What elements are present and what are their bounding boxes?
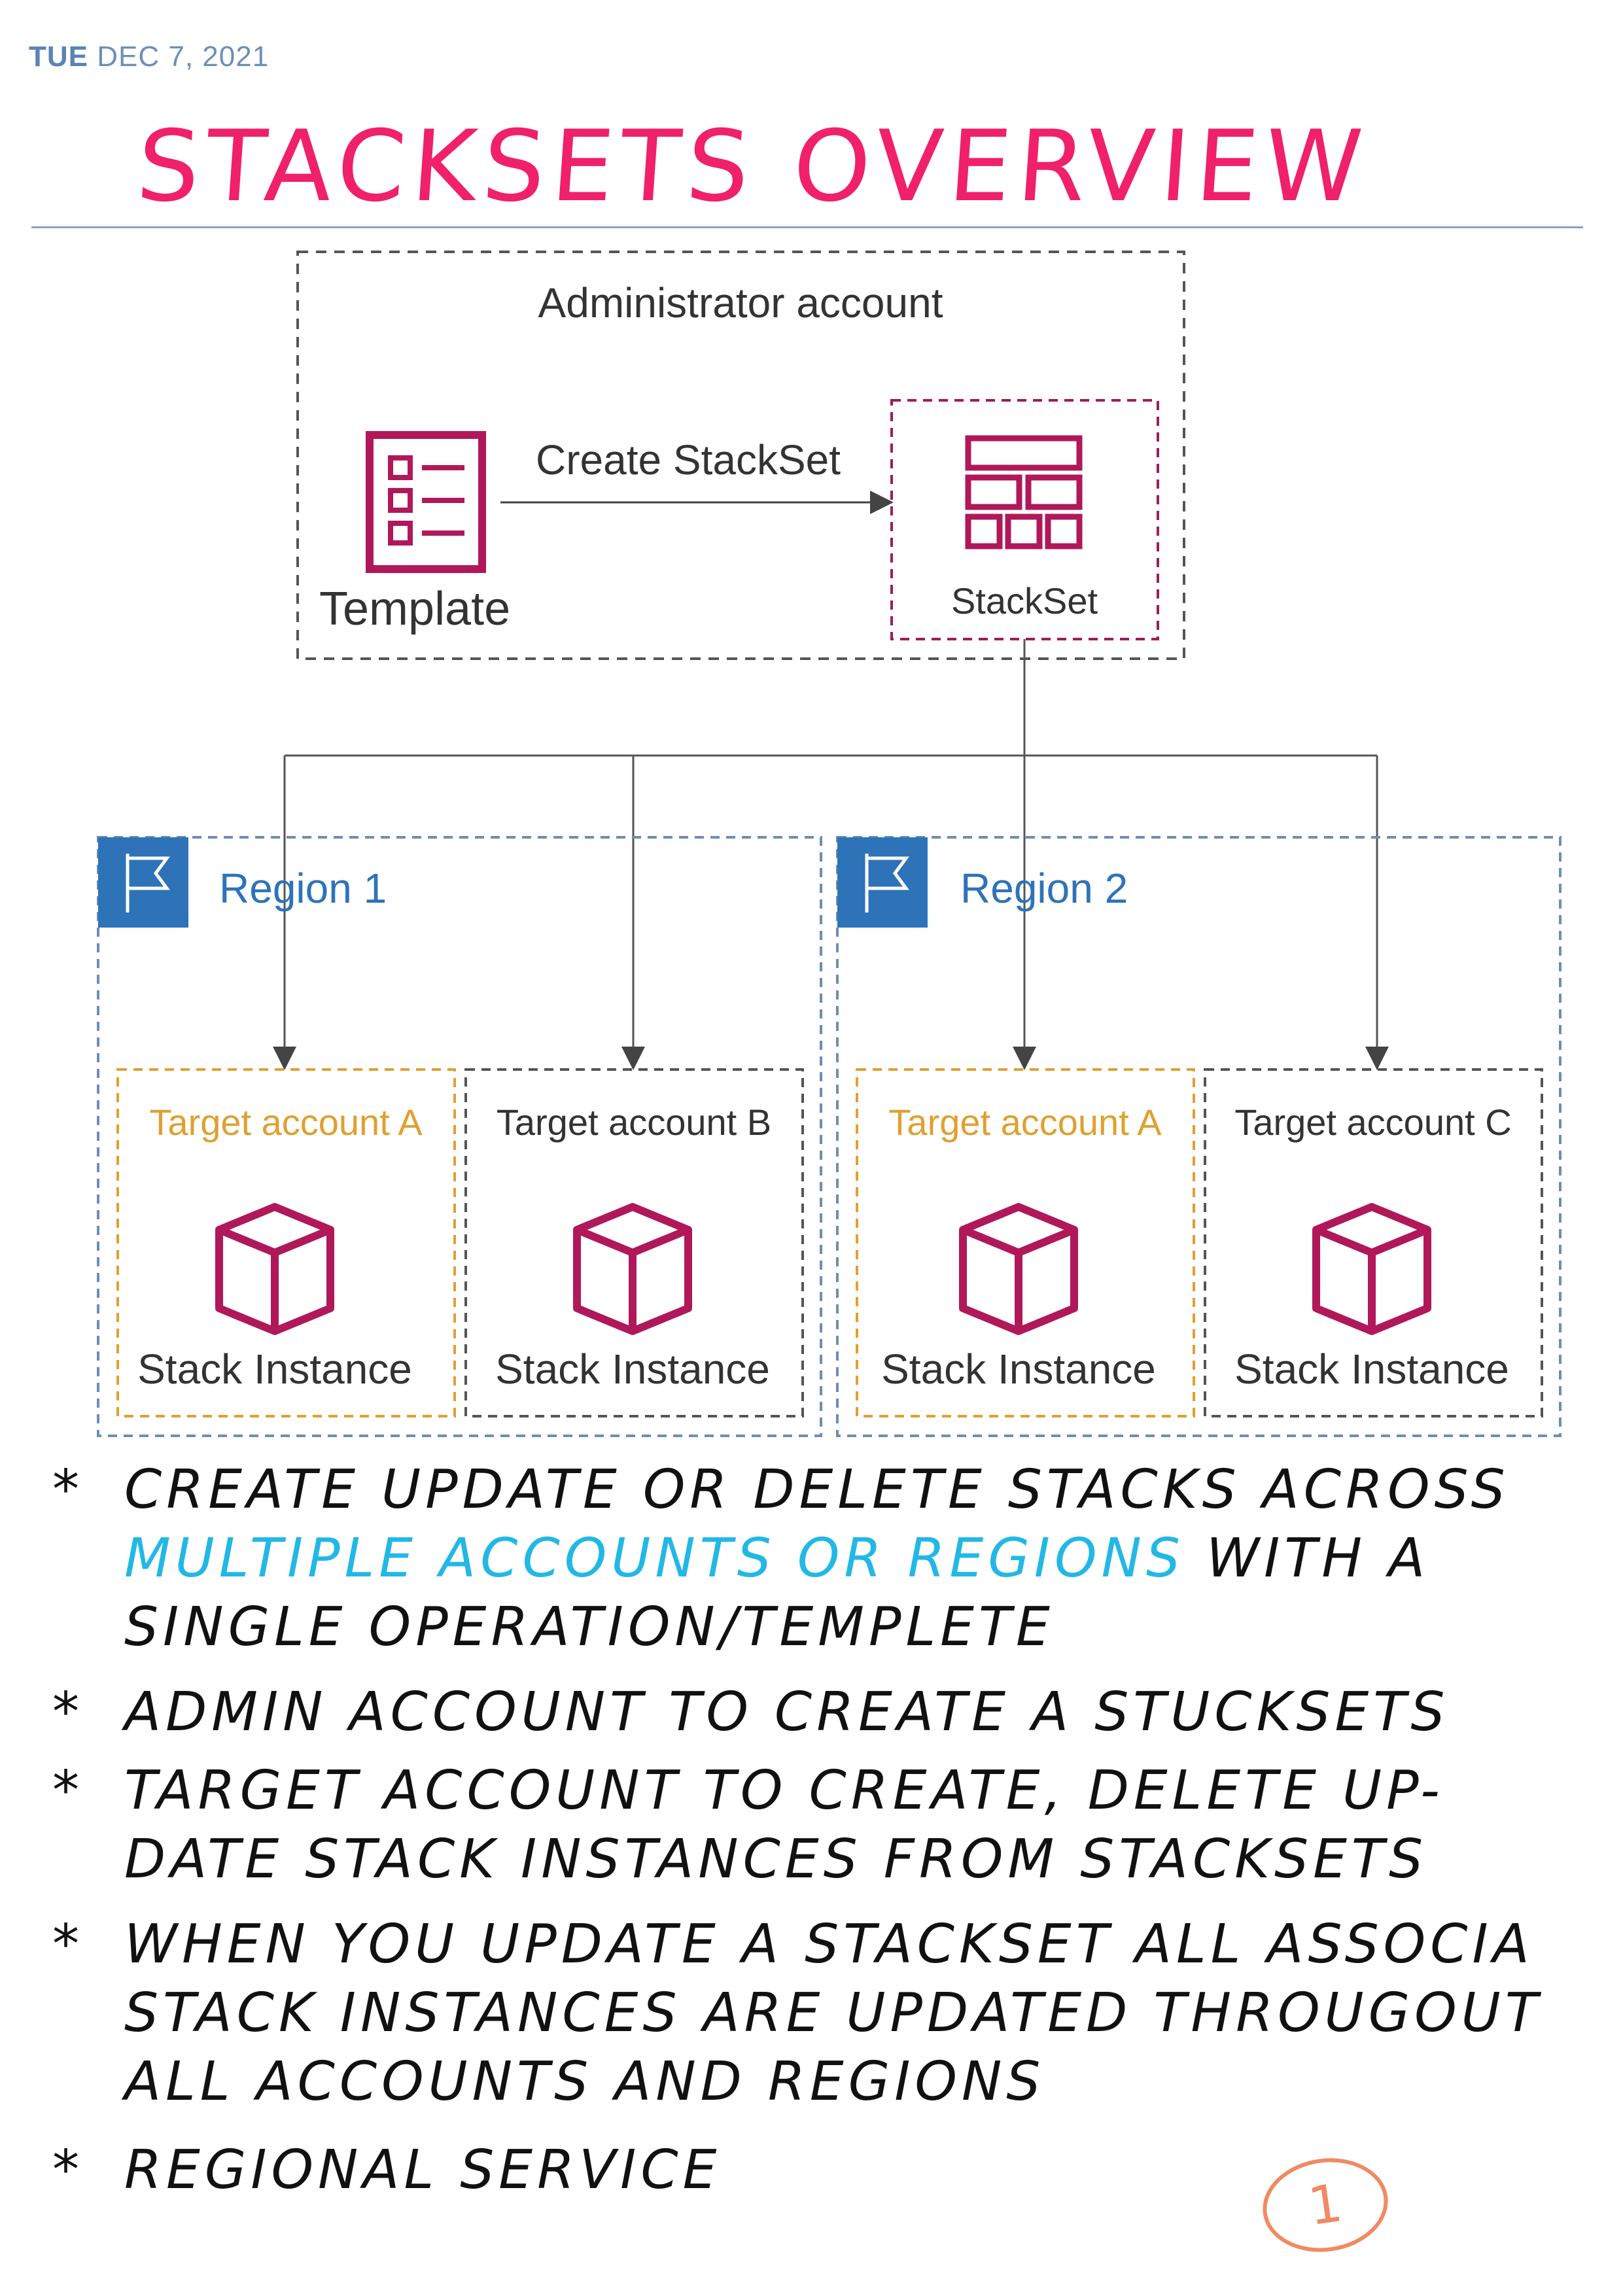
header-divider [31,226,1583,228]
target-account-a-box [856,1068,1195,1418]
region-2-label: Region 2 [960,865,1128,912]
region-flag-icon [98,837,188,928]
note-item-5: *REGIONAL SERVICE [52,2139,722,2201]
note-item-4-line-2: STACK INSTANCES ARE UPDATED THROUGOUT [124,1982,1543,2044]
stacksets-diagram: Administrator account Template Create St… [97,251,1562,1437]
target-account-label: Target account A [149,1102,423,1143]
target-account-c-box [1204,1068,1543,1418]
create-stackset-label: Create StackSet [536,436,841,483]
region-2-box [836,836,1562,1437]
region-1-label: Region 1 [219,865,387,912]
stackset-label: StackSet [951,580,1098,621]
target-account-a-box [116,1068,456,1418]
region-flag-icon [837,837,928,928]
note-date: TUE DEC 7, 2021 [29,41,270,73]
note-item-3: *TARGET ACCOUNT TO CREATE, DELETE UP- [52,1760,1444,1822]
note-item-2: *ADMIN ACCOUNT TO CREATE A STUCKSETS [52,1681,1450,1743]
stack-instance-cube-icon [573,1203,692,1335]
note-item-1-line-3: SINGLE OPERATION/TEMPLETE [124,1596,1055,1658]
stack-instance-label: Stack Instance [137,1346,412,1393]
region-1-box [97,836,822,1437]
note-item-4: *WHEN YOU UPDATE A STACKSET ALL ASSOCIA [52,1913,1534,1975]
note-item-1: *CREATE UPDATE OR DELETE STACKS ACROSS [52,1459,1510,1521]
stack-instance-label: Stack Instance [1234,1346,1509,1393]
note-item-1-line-2: MULTIPLE ACCOUNTS OR REGIONS WITH A [124,1527,1430,1590]
stackset-box [890,399,1159,640]
stack-instance-cube-icon [959,1203,1078,1335]
template-label: Template [319,583,510,635]
note-item-3-line-2: DATE STACK INSTANCES FROM STACKSETS [124,1828,1428,1890]
target-account-b-box [464,1068,804,1418]
stack-instance-cube-icon [215,1203,334,1335]
admin-account-box [296,251,1185,660]
target-account-label: Target account B [497,1102,771,1143]
stackset-icon [965,435,1083,549]
stack-instance-label: Stack Instance [881,1346,1156,1393]
stack-instance-cube-icon [1312,1203,1431,1335]
target-account-label: Target account C [1234,1102,1511,1143]
note-item-4-line-3: ALL ACCOUNTS AND REGIONS [124,2051,1045,2113]
target-account-label: Target account A [888,1102,1162,1143]
template-icon [366,431,486,573]
stack-instance-label: Stack Instance [495,1346,770,1393]
admin-account-label: Administrator account [538,279,943,326]
distribution-connectors [273,639,1389,1070]
